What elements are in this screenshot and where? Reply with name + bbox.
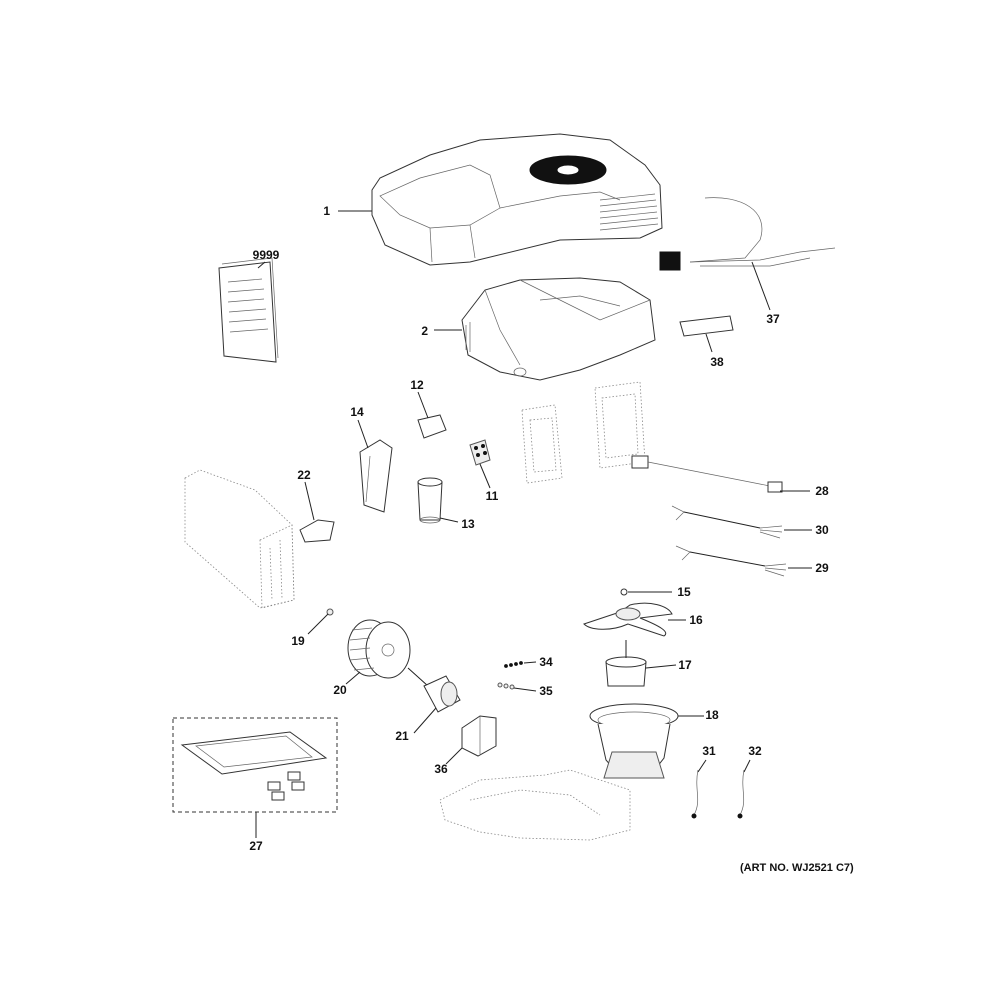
leader-lines [255, 210, 812, 838]
part-16-condenser-fan[interactable] [583, 602, 673, 637]
part-22-clip[interactable] [299, 519, 335, 543]
part-15-nut[interactable] [620, 588, 628, 596]
callout-18: 18 [705, 708, 719, 722]
evaporator-coil [184, 469, 295, 609]
callout-11: 11 [486, 489, 499, 503]
callout-19: 19 [291, 634, 305, 648]
callout-38: 38 [710, 355, 724, 369]
callout-9999: 9999 [253, 248, 280, 262]
part-21-blower-motor[interactable] [407, 667, 461, 713]
part-9999-manual[interactable] [218, 257, 279, 363]
callout-labels: 1 2 9999 37 38 12 14 11 13 22 28 30 29 1… [249, 204, 829, 853]
callout-37: 37 [766, 312, 780, 326]
control-box-left [521, 404, 563, 484]
part-30-harness[interactable] [671, 505, 783, 539]
part-28-harness[interactable] [631, 455, 783, 493]
part-27-filter-kit[interactable] [172, 717, 338, 813]
callout-2: 2 [421, 324, 428, 338]
part-13-capacitor[interactable] [417, 477, 443, 524]
callout-12: 12 [410, 378, 424, 392]
part-14-control-bracket[interactable] [359, 439, 393, 513]
part-35-hardware[interactable] [497, 682, 515, 690]
callout-1: 1 [323, 204, 330, 218]
callout-13: 13 [461, 517, 475, 531]
callout-31: 31 [702, 744, 716, 758]
part-31-thermistor[interactable] [691, 769, 699, 819]
part-36-motor-bracket[interactable] [461, 715, 497, 757]
callout-32: 32 [748, 744, 762, 758]
part-20-blower-wheel[interactable] [347, 619, 411, 679]
part-32-thermistor[interactable] [737, 769, 745, 819]
callout-27: 27 [249, 839, 263, 853]
callout-16: 16 [689, 613, 703, 627]
part-17-fan-motor[interactable] [605, 640, 647, 687]
callout-17: 17 [678, 658, 692, 672]
base-pan [439, 769, 631, 841]
callout-20: 20 [333, 683, 347, 697]
callout-35: 35 [539, 684, 553, 698]
part-19-screw[interactable] [326, 608, 334, 616]
part-34-hardware[interactable] [504, 661, 523, 668]
part-1-top-shroud[interactable] [371, 133, 663, 266]
callout-22: 22 [297, 468, 311, 482]
part-12-relay[interactable] [417, 414, 447, 439]
part-38-bracket[interactable] [679, 315, 734, 337]
control-box-right [594, 381, 646, 469]
callout-14: 14 [350, 405, 364, 419]
callout-34: 34 [539, 655, 553, 669]
part-37-wire-harness[interactable] [659, 197, 836, 271]
callout-21: 21 [395, 729, 409, 743]
callout-28: 28 [815, 484, 829, 498]
callout-29: 29 [815, 561, 829, 575]
callout-30: 30 [815, 523, 829, 537]
art-number: (ART NO. WJ2521 C7) [740, 862, 854, 874]
part-29-harness[interactable] [675, 545, 787, 577]
callout-15: 15 [677, 585, 691, 599]
part-2-inner-housing[interactable] [461, 277, 656, 381]
part-11-terminal-block[interactable] [469, 439, 491, 466]
part-18-fan-shroud[interactable] [589, 703, 679, 779]
callout-36: 36 [434, 762, 448, 776]
